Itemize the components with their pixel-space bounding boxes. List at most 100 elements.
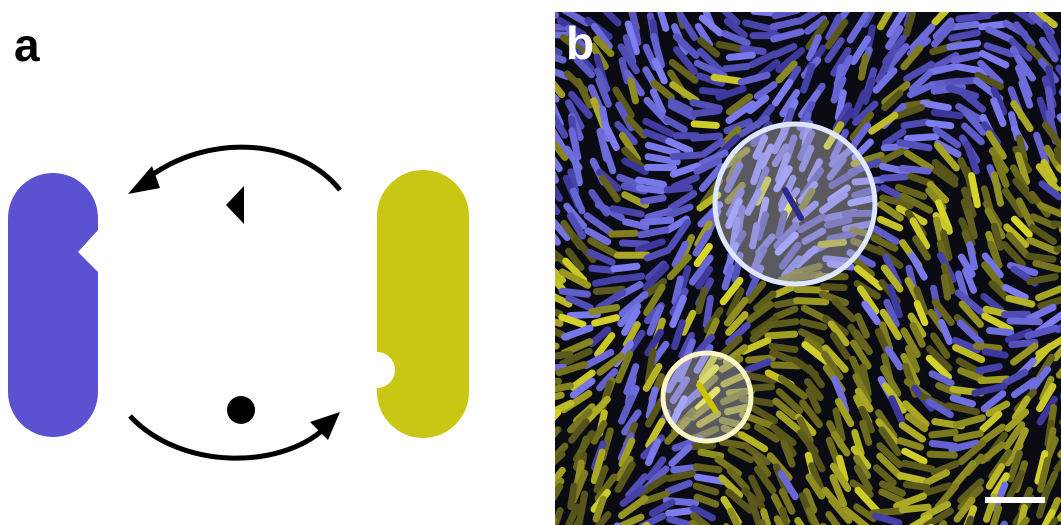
purple-bacterium — [919, 99, 952, 112]
yellow-bacterium — [926, 181, 950, 204]
yellow-bacterium — [824, 18, 849, 50]
yellow-bacterium — [760, 508, 772, 525]
yellow-bacterium — [1002, 187, 1025, 218]
purple-bacterium — [930, 109, 964, 120]
purple-bacterium — [745, 264, 765, 298]
purple-bacterium — [601, 12, 622, 27]
yellow-bacterium — [644, 397, 665, 428]
purple-bacterium — [1038, 180, 1061, 201]
purple-bacterium — [752, 134, 769, 160]
purple-bacterium — [692, 229, 712, 257]
yellow-bacterium — [770, 361, 803, 370]
purple-bacterium — [1006, 317, 1043, 326]
yellow-bacterium — [1031, 12, 1058, 29]
yellow-bacterium — [692, 482, 720, 496]
yellow-bacterium — [697, 448, 725, 460]
yellow-bacterium — [1032, 259, 1061, 273]
purple-bacterium — [872, 67, 898, 94]
yellow-bacterium — [898, 421, 926, 443]
yellow-bacterium — [745, 280, 767, 304]
yellow-bacterium — [738, 395, 775, 407]
purple-bacterium — [721, 30, 751, 47]
purple-bacterium — [1013, 21, 1036, 49]
yellow-bacterium — [642, 363, 663, 392]
purple-bacterium — [755, 211, 770, 241]
purple-bacterium — [573, 56, 595, 79]
purple-bacterium — [618, 394, 636, 425]
purple-bacterium — [694, 23, 713, 48]
purple-bacterium — [948, 439, 980, 453]
purple-bacterium — [847, 194, 877, 207]
yellow-bacterium — [1043, 144, 1061, 170]
yellow-bacterium — [940, 229, 953, 262]
purple-bacterium — [963, 140, 980, 175]
yellow-bacterium — [944, 402, 980, 416]
yellow-bacterium — [718, 474, 744, 499]
purple-bacterium — [962, 267, 978, 294]
purple-bacterium — [645, 260, 668, 282]
yellow-bacterium — [590, 448, 606, 485]
purple-bacterium — [584, 227, 612, 246]
purple-bacterium — [851, 100, 879, 127]
purple-bacterium — [771, 12, 801, 20]
purple-bacterium — [1002, 284, 1029, 301]
purple-bacterium — [928, 370, 955, 387]
yellow-bacterium — [720, 370, 750, 388]
yellow-bacterium — [1015, 197, 1036, 229]
arrow-to-purple — [143, 144, 342, 192]
scale-bar — [985, 497, 1045, 503]
yellow-bacterium — [555, 361, 588, 377]
purple-bacterium — [666, 515, 694, 525]
purple-bacterium — [669, 376, 691, 404]
yellow-bacterium — [767, 318, 800, 329]
purple-bacterium — [635, 176, 667, 188]
purple-bacterium — [748, 50, 779, 69]
yellow-bacterium — [1042, 121, 1061, 149]
yellow-bacterium — [555, 80, 566, 99]
yellow-bacterium — [793, 297, 830, 306]
purple-bacterium — [667, 218, 692, 251]
purple-bacterium — [886, 12, 907, 38]
yellow-bacterium — [780, 439, 796, 468]
yellow-bacterium — [952, 414, 986, 429]
yellow-bacterium — [749, 321, 775, 343]
yellow-bacterium — [592, 285, 626, 295]
purple-bacterium — [644, 207, 673, 221]
yellow-bacterium — [960, 186, 977, 218]
yellow-bacterium — [587, 237, 621, 259]
purple-bacterium — [715, 85, 747, 101]
purple-bacterium — [695, 265, 714, 290]
yellow-bacterium — [753, 290, 777, 312]
yellow-bacterium — [608, 229, 639, 238]
yellow-bacterium — [978, 441, 1006, 465]
yellow-bacterium — [740, 336, 772, 355]
purple-bacterium — [644, 141, 681, 157]
yellow-bacterium — [857, 53, 870, 81]
yellow-bacterium — [851, 428, 865, 457]
purple-bacterium — [773, 222, 800, 250]
purple-bacterium — [779, 88, 801, 118]
yellow-bacterium — [592, 495, 607, 523]
purple-bacterium — [746, 94, 770, 115]
yellow-bacterium — [777, 374, 808, 400]
yellow-bacterium — [575, 78, 594, 109]
purple-bacterium — [1033, 131, 1050, 167]
yellow-bacterium — [772, 397, 799, 421]
purple-bacterium — [909, 23, 936, 51]
yellow-bacterium — [1012, 177, 1037, 205]
yellow-bacterium — [559, 347, 593, 368]
yellow-bacterium — [1053, 146, 1061, 159]
purple-bacterium — [644, 153, 681, 166]
yellow-bacterium — [614, 461, 636, 493]
yellow-bacterium — [743, 371, 777, 384]
yellow-bacterium — [793, 285, 830, 294]
yellow-bacterium — [555, 409, 562, 421]
yellow-bacterium — [591, 314, 620, 327]
purple-bacterium — [753, 81, 778, 100]
purple-bacterium — [669, 395, 688, 425]
yellow-bacterium — [669, 81, 700, 105]
purple-bacterium — [824, 37, 845, 64]
yellow-bacterium — [689, 400, 714, 421]
yellow-bacterium — [829, 474, 848, 508]
yellow-bacterium — [821, 350, 844, 381]
